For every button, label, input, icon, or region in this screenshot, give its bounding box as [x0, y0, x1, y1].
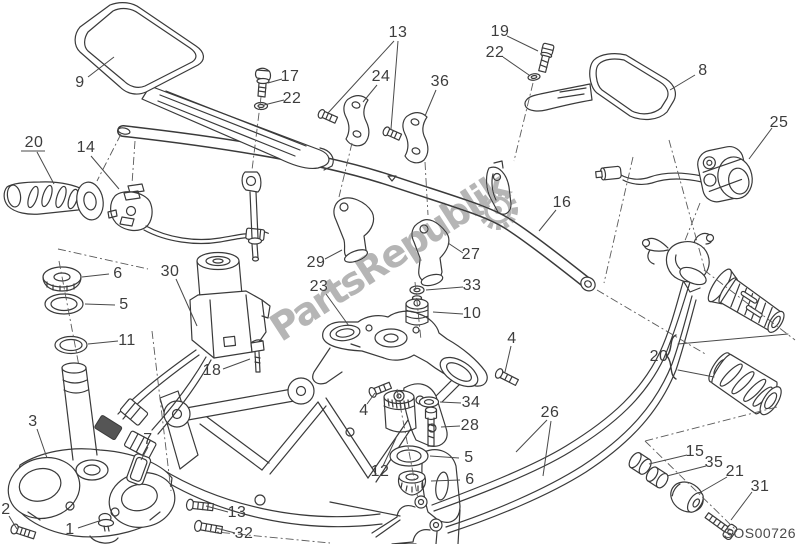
callout-18: 18	[202, 362, 222, 379]
callout-30: 30	[160, 263, 180, 280]
steering-bearing-stack-drawing	[42, 266, 88, 355]
callout-20-left: 20	[24, 134, 44, 151]
callout-27: 27	[461, 246, 481, 263]
frame-drawing	[159, 359, 479, 544]
callout-10: 10	[462, 305, 482, 322]
callout-12: 12	[370, 463, 390, 480]
callout-5-left: 5	[119, 296, 129, 313]
callout-4-upper: 4	[507, 330, 517, 347]
handlebar-drawing	[117, 125, 596, 292]
ignition-switch-drawing	[94, 251, 271, 459]
callout-19: 19	[490, 23, 510, 40]
throttle-grip-drawing	[666, 268, 789, 416]
callout-36: 36	[430, 73, 450, 90]
small-fasteners-drawing	[10, 339, 519, 540]
risers-drawing	[317, 95, 429, 164]
callout-32: 32	[234, 525, 254, 542]
callout-21: 21	[725, 463, 745, 480]
callout-16: 16	[552, 194, 572, 211]
callout-13-bottom: 13	[227, 504, 247, 521]
callout-34: 34	[461, 394, 481, 411]
part-code: SOS00726	[723, 525, 796, 541]
callout-17: 17	[280, 68, 300, 85]
callout-22-left: 22	[282, 90, 302, 107]
leader-lines	[8, 35, 773, 534]
throttle-sensor-drawing	[641, 232, 715, 293]
connector-7-drawing	[126, 453, 152, 486]
callout-8: 8	[698, 62, 708, 79]
callout-1: 1	[65, 521, 75, 538]
callout-26: 26	[540, 404, 560, 421]
callout-3: 3	[28, 413, 38, 430]
callout-2: 2	[1, 501, 11, 518]
right-mirror-drawing	[485, 42, 676, 215]
left-mirror-drawing	[74, 2, 334, 171]
callout-11: 11	[118, 332, 136, 349]
callout-28: 28	[460, 417, 480, 434]
callout-5-bottom: 5	[464, 449, 474, 466]
callout-24: 24	[371, 68, 391, 85]
callout-23: 23	[309, 278, 329, 295]
callout-31: 31	[750, 478, 770, 495]
callout-29: 29	[306, 254, 326, 271]
callout-20-right: 20	[649, 348, 669, 365]
callout-6-bottom: 6	[465, 471, 475, 488]
right-switch-drawing	[595, 145, 753, 203]
callout-7: 7	[143, 431, 153, 448]
mirror-mount-stud-drawing	[241, 171, 263, 262]
callout-14: 14	[76, 139, 96, 156]
callout-33: 33	[462, 277, 482, 294]
callout-35: 35	[704, 454, 724, 471]
cables-drawing	[371, 247, 707, 544]
left-switch-drawing	[107, 183, 269, 245]
bar-end-weights-drawing	[628, 452, 738, 541]
callout-6-left: 6	[113, 265, 123, 282]
upper-triple-clamp-drawing	[312, 310, 488, 388]
callout-22-right: 22	[485, 44, 505, 61]
callout-4-lower: 4	[359, 402, 369, 419]
bolt-17-washer-22-drawing	[253, 67, 272, 111]
brackets-drawing	[333, 197, 450, 287]
callout-15: 15	[685, 443, 705, 460]
damper-stack-drawing	[383, 389, 440, 496]
callout-9: 9	[75, 74, 85, 91]
alignment-axes	[57, 82, 796, 544]
left-grip-drawing	[3, 181, 104, 221]
callout-25: 25	[769, 114, 789, 131]
callout-13-top: 13	[388, 24, 408, 41]
